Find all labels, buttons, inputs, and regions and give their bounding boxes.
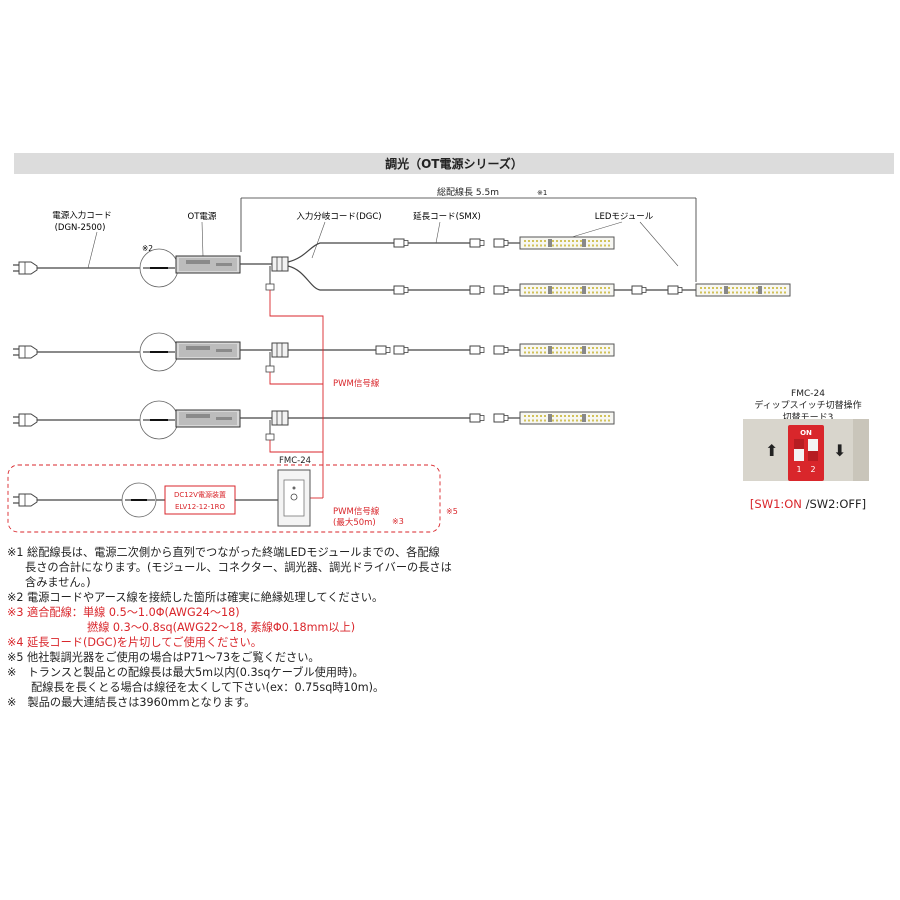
pwm-max-length: (最大50m) <box>333 517 376 528</box>
wiring-row-2 <box>12 332 615 373</box>
sw1-setting: [SW1:ON <box>749 497 802 511</box>
power-cord-model: (DGN-2500) <box>55 223 106 233</box>
led-module-label: LEDモジュール <box>595 212 654 222</box>
extension-label: 延長コード(SMX) <box>413 211 481 222</box>
note3-mark: ※3 <box>392 517 404 526</box>
dip-mode: 切替モード3 <box>782 413 834 423</box>
section-header: 調光（OT電源シリーズ） <box>14 153 894 174</box>
pwm-max-label: PWM信号線 <box>333 506 380 517</box>
dip-switch-caption: FMC-24 ディップスイッチ切替操作 切替モード3 <box>738 388 878 424</box>
arrow-up-icon: ⬆ <box>765 441 779 460</box>
note1-line3: 含みません。) <box>25 576 91 589</box>
dip-sw1 <box>794 439 804 461</box>
note3-line2: 撚線 0.3～0.8sq(AWG22～18, 素線Φ0.18mm以上) <box>87 621 356 634</box>
dimmer-group-box <box>7 464 441 533</box>
note5-mark: ※5 <box>446 507 458 516</box>
total-length-dimension: 総配線長 5.5m ※1 <box>240 186 697 282</box>
note1-line2: 長さの合計になります。(モジュール、コネクター、調光器、調光ドライバーの長さは <box>25 561 452 574</box>
pwm-signal-wiring <box>269 290 324 499</box>
section-title: 調光（OT電源シリーズ） <box>385 157 523 171</box>
input-branch-label: 入力分岐コード(DGC) <box>296 211 381 222</box>
note4: ※4 延長コード(DGC)を片切してご使用ください。 <box>7 636 262 649</box>
total-length-label: 総配線長 5.5m <box>437 186 499 198</box>
dip-model: FMC-24 <box>791 389 825 399</box>
note7: ※ 製品の最大連結長さは3960mmとなります。 <box>7 696 256 709</box>
notes: ※1 総配線長は、電源二次側から直列でつながった終端LEDモジュールまでの、各配… <box>7 545 607 710</box>
wiring-row-3 <box>12 400 615 441</box>
dc-power-device <box>164 485 236 515</box>
dip-sw1-number: 1 <box>796 465 802 474</box>
total-length-note-mark: ※1 <box>537 189 547 197</box>
note2-mark: ※2 <box>142 244 153 253</box>
wiring-row-1 <box>12 236 791 297</box>
pwm-signal-label: PWM信号線 <box>333 378 380 389</box>
note2: ※2 電源コードやアース線を接続した箇所は確実に絶縁処理してください。 <box>7 591 384 604</box>
dc-device-model: ELV12-12-1RO <box>175 503 226 511</box>
dip-sw2 <box>808 439 818 461</box>
sw2-setting: /SW2:OFF] <box>801 497 867 511</box>
dip-switch: ON 1 2 <box>788 425 824 481</box>
dc-device-name: DC12V電源装置 <box>174 490 226 499</box>
label-leaders <box>87 221 679 269</box>
note6-line2: 配線長を長くとる場合は線径を太くして下さい(ex：0.75sq時10m)。 <box>31 681 385 694</box>
dip-switch-photo: ⬆ ⬇ ON 1 2 <box>743 419 869 481</box>
dip-subtitle: ディップスイッチ切替操作 <box>754 401 862 411</box>
note6-line1: ※ トランスと製品との配線長は最大5m以内(0.3sqケーブル使用時)。 <box>7 666 364 679</box>
dimmer-row: DC12V電源装置 ELV12-12-1RO FMC-24 PWM信号線 (最大… <box>12 456 404 528</box>
dip-on-label: ON <box>800 429 812 437</box>
ot-power-label: OT電源 <box>188 212 217 222</box>
switch-setting-caption: [SW1:ON /SW2:OFF] <box>738 497 878 511</box>
note3-line1: ※3 適合配線：単線 0.5～1.0Φ(AWG24～18) <box>7 606 240 619</box>
dip-sw2-number: 2 <box>810 465 816 474</box>
note1-line1: ※1 総配線長は、電源二次側から直列でつながった終端LEDモジュールまでの、各配… <box>7 546 440 559</box>
power-cord-label: 電源入力コード <box>52 210 112 221</box>
fmc24-label: FMC-24 <box>279 456 311 466</box>
note5: ※5 他社製調光器をご使用の場合はP71～73をご覧ください。 <box>7 651 320 664</box>
arrow-down-icon: ⬇ <box>833 441 847 460</box>
